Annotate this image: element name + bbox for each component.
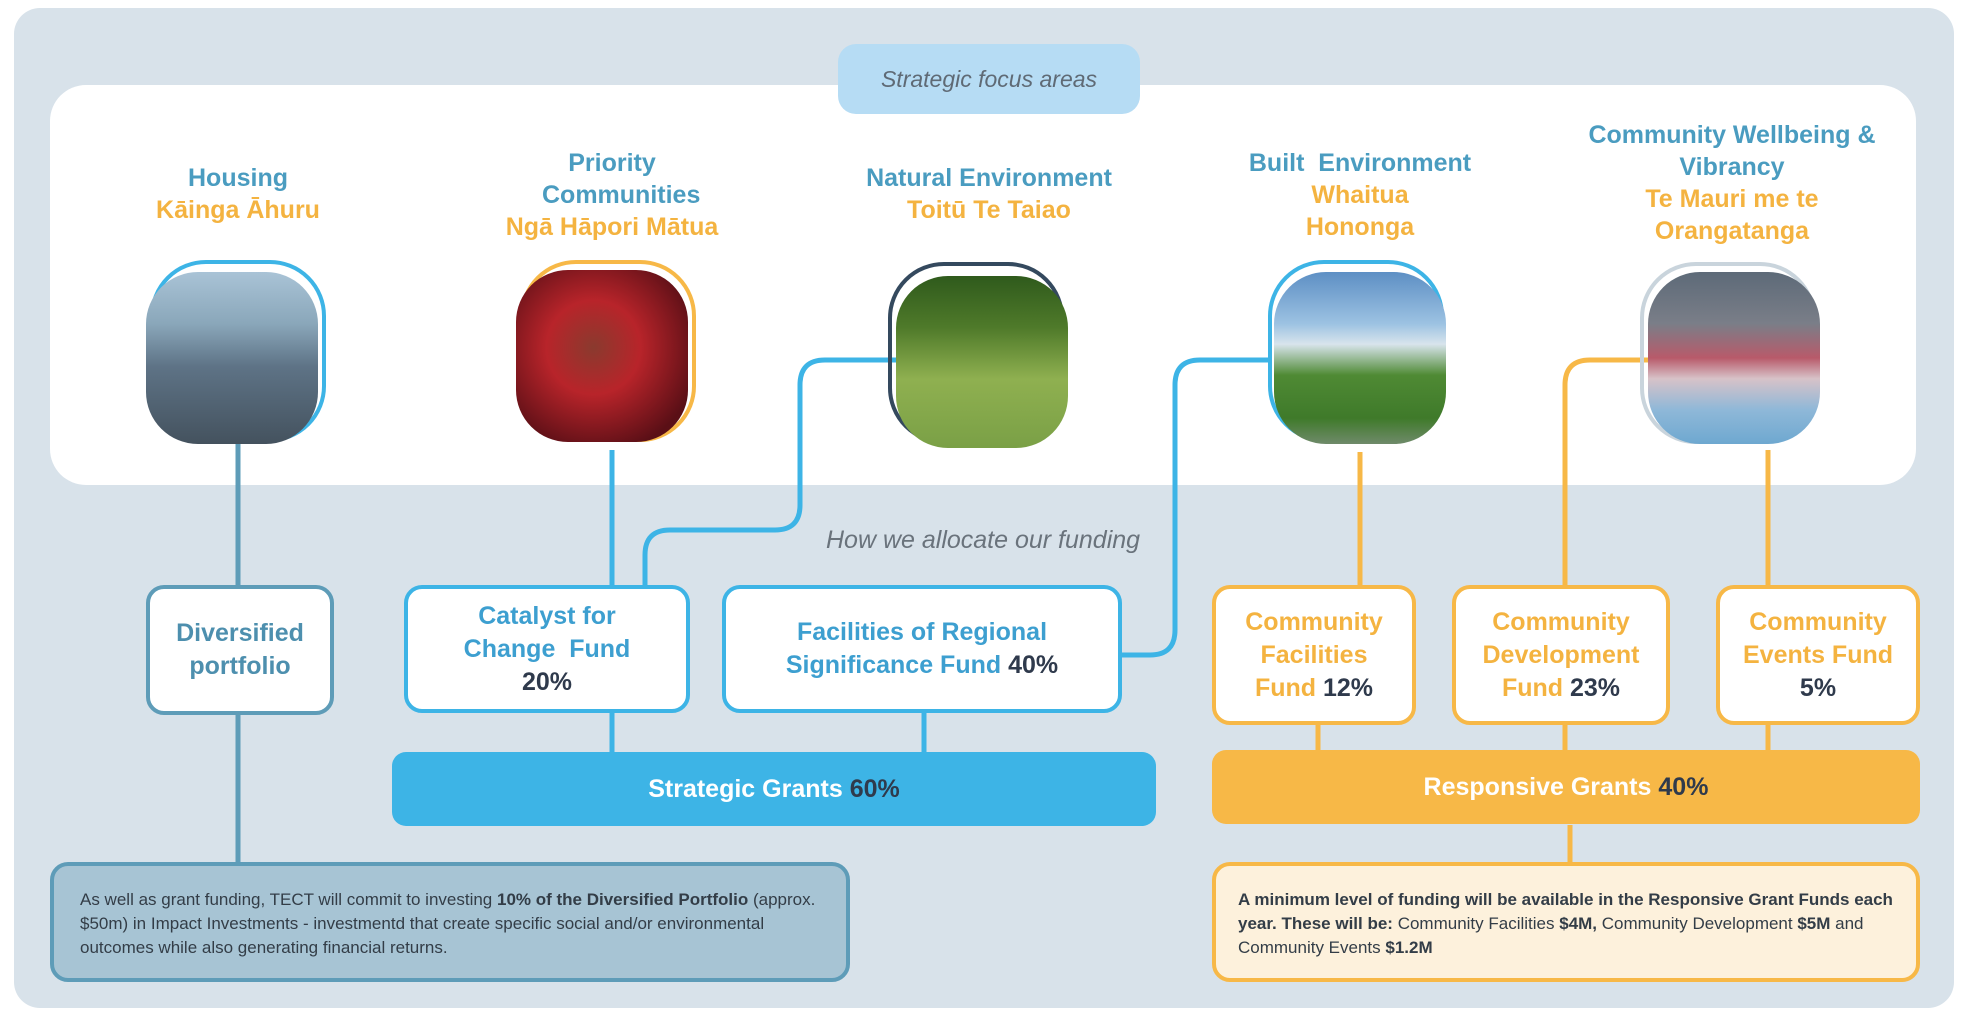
responsive-note-text-2: Community Development — [1597, 914, 1798, 933]
focus-built-en: Built Environment — [1248, 149, 1472, 177]
responsive-grants-bar: Responsive Grants 40% — [1212, 750, 1920, 824]
diversified-portfolio-box: Diversified portfolio — [146, 585, 334, 715]
diversified-portfolio-label: Diversified portfolio — [176, 619, 304, 680]
focus-built-mi: Whaitua Hononga — [1305, 181, 1415, 241]
facilities-regional-fund-box: Facilities of Regional Significance Fund… — [722, 585, 1122, 713]
catalyst-fund-pct: 20% — [521, 667, 573, 696]
focus-built-environment: Built Environment Whaitua Hononga — [1220, 147, 1500, 243]
community-facilities-fund-box: Community Facilities Fund 12% — [1212, 585, 1416, 725]
strategic-focus-areas-label: Strategic focus areas — [838, 44, 1140, 114]
priority-communities-photo — [516, 270, 688, 442]
responsive-grants-label: Responsive Grants — [1423, 772, 1652, 801]
responsive-note-bold-2: $4M, — [1559, 914, 1598, 933]
responsive-note-text-1: Community Facilities — [1392, 914, 1560, 933]
impact-note-text-1: As well as grant funding, TECT will comm… — [80, 890, 497, 909]
focus-priority-mi: Ngā Hāpori Mātua — [505, 213, 719, 241]
focus-community-wellbeing: Community Wellbeing & Vibrancy Te Mauri … — [1576, 119, 1888, 247]
responsive-grants-pct: 40% — [1658, 772, 1709, 801]
impact-note-text-2: (approx. $50m) in Impact Investments - i… — [80, 890, 816, 957]
impact-note-bold: 10% of the Diversified Portfolio — [496, 890, 749, 909]
strategic-grants-label: Strategic Grants — [648, 774, 843, 803]
strategic-grants-pct: 60% — [849, 774, 900, 803]
focus-housing-mi: Kāinga Āhuru — [156, 196, 320, 224]
focus-wellbeing-en: Community Wellbeing & Vibrancy — [1588, 121, 1876, 181]
community-events-fund-box: Community Events Fund 5% — [1716, 585, 1920, 725]
responsive-note-bold-3: $5M — [1797, 914, 1831, 933]
focus-natural-en: Natural Environment — [866, 164, 1112, 192]
responsive-note-bold-1: A minimum level of funding will be avail… — [1238, 890, 1893, 933]
responsive-note-text-3: and Community Events — [1238, 914, 1864, 957]
strategic-grants-bar: Strategic Grants 60% — [392, 752, 1156, 826]
facilities-regional-fund-pct: 40% — [1008, 651, 1059, 679]
focus-wellbeing-mi: Te Mauri me te Orangatanga — [1645, 185, 1819, 245]
focus-natural-mi: Toitū Te Taiao — [907, 196, 1071, 224]
catalyst-fund-label: Catalyst for Change Fund — [463, 601, 631, 663]
community-development-fund-label: Community Development Fund — [1482, 607, 1640, 702]
community-facilities-fund-label: Community Facilities Fund — [1245, 607, 1383, 702]
community-wellbeing-photo — [1648, 272, 1820, 444]
natural-environment-photo — [896, 276, 1068, 448]
community-development-fund-box: Community Development Fund 23% — [1452, 585, 1670, 725]
responsive-note-bold-4: $1.2M — [1385, 938, 1433, 957]
housing-photo — [146, 272, 318, 444]
facilities-regional-fund-label: Facilities of Regional Significance Fund — [785, 618, 1048, 679]
focus-housing-en: Housing — [188, 164, 288, 192]
how-we-allocate-label: How we allocate our funding — [826, 526, 1141, 554]
community-events-fund-pct: 5% — [1799, 673, 1837, 702]
focus-natural-environment: Natural Environment Toitū Te Taiao — [838, 162, 1140, 226]
focus-housing: Housing Kāinga Āhuru — [118, 162, 358, 226]
focus-priority-en: Priority Communities — [542, 149, 701, 209]
impact-investment-note: As well as grant funding, TECT will comm… — [50, 862, 850, 982]
community-development-fund-pct: 23% — [1570, 673, 1621, 702]
community-events-fund-label: Community Events Fund — [1743, 607, 1894, 669]
focus-priority-communities: Priority Communities Ngā Hāpori Mātua — [486, 147, 738, 243]
built-environment-photo — [1274, 272, 1446, 444]
community-facilities-fund-pct: 12% — [1323, 673, 1374, 702]
catalyst-fund-box: Catalyst for Change Fund 20% — [404, 585, 690, 713]
responsive-funding-note: A minimum level of funding will be avail… — [1212, 862, 1920, 982]
